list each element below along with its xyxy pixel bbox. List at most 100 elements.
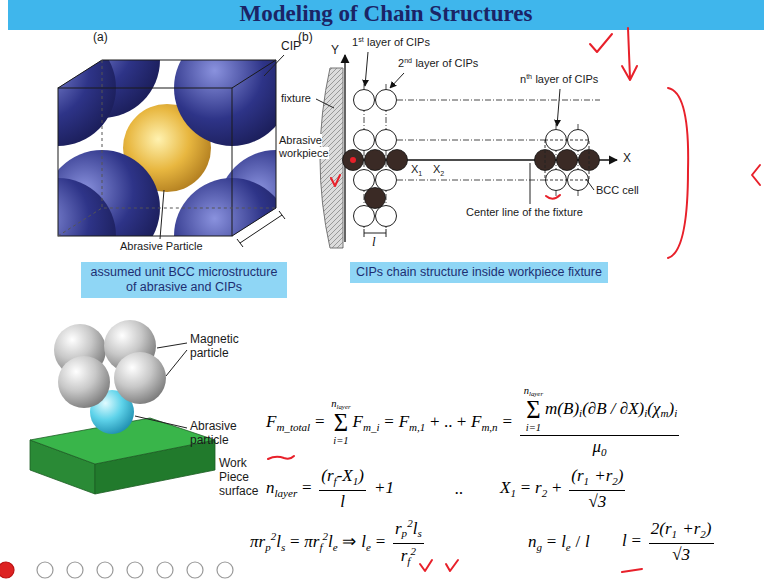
- equation-term: ): [618, 466, 624, 485]
- label-group: Work Piece surface: [219, 457, 265, 498]
- coordinate-axis: [345, 55, 617, 242]
- label-group: 2ndlayer of CIPs: [398, 57, 478, 70]
- label-group: Y: [331, 44, 339, 58]
- callout-label: layer of CIPs: [535, 73, 598, 85]
- equation-term: s: [417, 527, 421, 539]
- label-group: fixture: [281, 92, 311, 105]
- callout-label: th: [526, 73, 532, 81]
- label-group: Abrasive particle: [190, 420, 254, 448]
- leader-line: [160, 190, 164, 239]
- pen-annotation: [268, 456, 294, 459]
- cube-edges: [237, 239, 243, 247]
- equation-term: (χ: [647, 399, 660, 418]
- equation-term: e: [333, 541, 338, 553]
- equation-term: p: [402, 527, 408, 539]
- fraction: nlayerΣi=1m(B)i(∂B / ∂X)i(χm)iμ0: [520, 386, 679, 460]
- equation-term: r: [395, 519, 402, 538]
- equation-term: m_i: [363, 421, 380, 433]
- label-group: Center line of the fixture: [466, 206, 583, 219]
- callout-label: CIP: [281, 39, 301, 53]
- caption-text: CIPs chain structure inside workpiece fi…: [356, 265, 602, 280]
- cip-particle: [354, 170, 375, 191]
- axis-label: X: [623, 151, 631, 165]
- cip-particle: [354, 90, 589, 227]
- pen-annotation: [752, 165, 760, 185]
- leader-line: [386, 229, 387, 237]
- dimension-label: l: [372, 234, 376, 249]
- leader-line: [166, 350, 187, 376]
- leader-line: [530, 163, 531, 204]
- cip-particle: [376, 206, 397, 227]
- cube-edges: [58, 208, 276, 236]
- caption-box: assumed unit BCC microstructure of abras…: [81, 262, 287, 298]
- cip-particle: [376, 170, 397, 191]
- equation-term: f: [334, 475, 337, 487]
- equation-term: =: [521, 478, 531, 497]
- equation-term: l: [276, 532, 281, 551]
- label-group: Magnetic particle: [190, 333, 254, 361]
- equation-term: m,n: [481, 421, 497, 433]
- equation-term: =: [502, 412, 512, 431]
- unit-cell-cube: [0, 2, 334, 294]
- title-bar: [8, 0, 764, 30]
- numerator: (r1+r2): [569, 466, 625, 491]
- toolbar-icon: [0, 562, 14, 578]
- equation-term: (r: [321, 466, 333, 485]
- equation: ..: [455, 479, 464, 499]
- numerator: rp2ls: [393, 517, 424, 544]
- equation-term: i: [644, 407, 647, 419]
- denominator: √3: [672, 544, 690, 565]
- magnetic-particle-sphere: [58, 356, 110, 408]
- equation-term: m,1: [409, 421, 425, 433]
- equation: Fm_total=nlayerΣi=1Fm_i=Fm,1+ .. +Fm,n=n…: [266, 386, 682, 460]
- equation-term: f: [407, 555, 410, 567]
- numerator: nlayerΣi=1m(B)i(∂B / ∂X)i(χm)i: [520, 386, 679, 436]
- axis-label: Y: [331, 43, 339, 57]
- equation-term: ⇒: [342, 532, 356, 551]
- sum-sign: Σ: [526, 398, 540, 423]
- toolbar-icon: [67, 562, 83, 578]
- pen-annotation: [628, 28, 630, 78]
- abrasive-particle: [365, 150, 386, 171]
- equation-term: e: [566, 541, 571, 553]
- magnetic-particle-sphere: [58, 352, 166, 408]
- leader-line: [365, 52, 368, 86]
- cip-particle: [354, 206, 375, 227]
- callout-label: Abrasive Particle: [120, 240, 203, 252]
- label-group: BCC cell: [596, 184, 639, 197]
- label-group: nthlayer of CIPs: [520, 73, 598, 86]
- callout-label: Center line of the fixture: [466, 206, 583, 218]
- pen-dot: [350, 157, 356, 163]
- toolbar-icon: [157, 562, 173, 578]
- equation-term: X: [500, 478, 510, 497]
- abrasive-particle: [343, 150, 600, 209]
- label-group: CIP: [281, 40, 301, 54]
- fraction: (rf-X1)l: [319, 466, 366, 513]
- callout-label: Work Piece surface: [219, 456, 258, 498]
- equation-term: =: [315, 412, 325, 431]
- equation-term: Σ: [526, 396, 540, 423]
- equation: X1=r2+(r1+r2)√3: [500, 466, 628, 513]
- leader-line: [135, 343, 187, 428]
- equation-term: l: [361, 532, 366, 551]
- equation-term: l: [561, 532, 566, 551]
- callout-label: Magnetic particle: [190, 332, 239, 360]
- equation-term: n: [528, 532, 537, 551]
- pen-annotation: [446, 560, 458, 571]
- toolbar-icon: [37, 562, 53, 578]
- pen-annotation: [622, 66, 637, 80]
- equation-term: F: [353, 412, 363, 431]
- equation-term: -X: [337, 466, 353, 485]
- equation-term: 1: [584, 475, 590, 487]
- equation-term: i: [579, 407, 582, 419]
- equation-term: l: [328, 532, 333, 551]
- equation-term: s: [281, 541, 285, 553]
- cube-edges: [58, 60, 285, 247]
- denominator: μ0: [592, 436, 606, 459]
- toolbar-icon: [217, 562, 233, 578]
- equation: ng=le/l: [528, 532, 590, 554]
- toolbar-icon: [127, 562, 143, 578]
- equation-term: m_total: [276, 421, 310, 433]
- equation-term: 1: [510, 487, 516, 499]
- pen-annotation: [590, 34, 612, 52]
